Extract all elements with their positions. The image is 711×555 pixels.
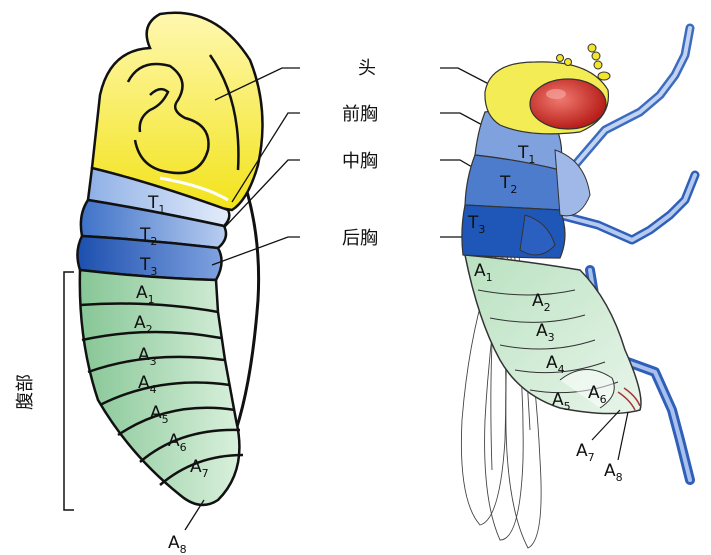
pupa-label-t1: T1 (147, 193, 165, 216)
abdomen-bracket (63, 271, 74, 511)
adult-eye (529, 78, 607, 130)
pupa-label-a3: A3 (138, 345, 157, 368)
pupa-head-fold2 (138, 87, 170, 133)
pupa-label-a6: A6 (168, 431, 187, 454)
pupa-figure: T1 T2 T3 A1 A2 A3 A4 A5 A6 A7 A8 腹部 (15, 11, 264, 555)
adult-label-a4: A4 (546, 353, 565, 376)
center-labels: 头 前胸 中胸 后胸 (211, 58, 526, 266)
adult-label-a1: A1 (474, 261, 493, 284)
pupa-label-a5: A5 (150, 403, 169, 426)
pupa-label-a8: A8 (168, 533, 187, 555)
adult-label-a8: A8 (604, 461, 623, 484)
adult-label-t1: T1 (517, 143, 535, 166)
adult-label-a2: A2 (532, 291, 551, 314)
adult-label-a5: A5 (552, 390, 571, 413)
pupa-sheath-outline (234, 169, 261, 431)
pupa-label-t3: T3 (139, 255, 157, 278)
pupa-label-a2: A2 (134, 313, 153, 336)
abdomen-label: 腹部 (15, 374, 36, 410)
label-head: 头 (358, 58, 376, 79)
adult-label-a6: A6 (588, 383, 607, 406)
adult-figure: T1 T2 T3 A1 A2 A3 A4 A5 A6 A7 A8 (460, 23, 700, 549)
pupa-label-a7: A7 (190, 457, 209, 480)
pupa-head-fold (126, 62, 210, 175)
adult-label-a7: A7 (576, 441, 595, 464)
adult-antennae (556, 43, 611, 81)
pupa-abdomen (78, 268, 241, 507)
adult-label-a3: A3 (536, 321, 555, 344)
pupa-label-a4: A4 (138, 373, 157, 396)
adult-label-t3: T3 (467, 213, 485, 236)
label-metathorax: 后胸 (342, 228, 378, 249)
adult-label-t2: T2 (499, 173, 517, 196)
pupa-label-t2: T2 (139, 225, 157, 248)
label-prothorax: 前胸 (342, 104, 378, 125)
pupa-label-a1: A1 (136, 283, 155, 306)
label-mesothorax: 中胸 (342, 151, 378, 172)
